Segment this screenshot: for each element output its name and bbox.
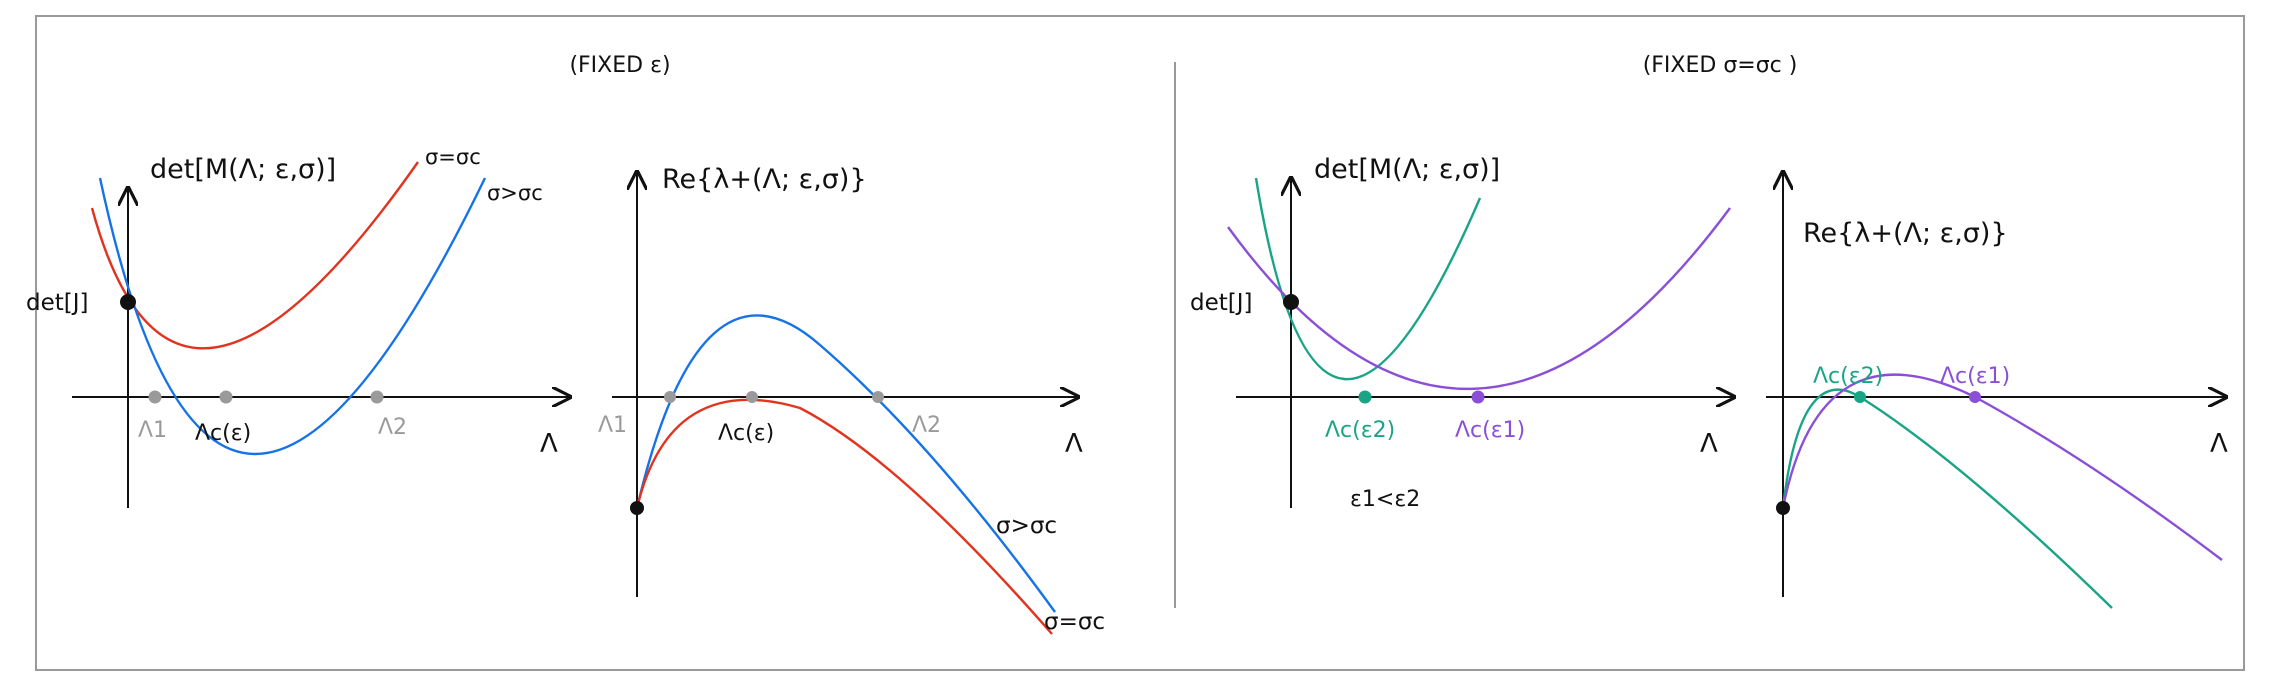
- left-eig-root1-point: [664, 391, 676, 403]
- left-eig-root2-label: Λ2: [912, 413, 941, 438]
- left-det-root1-label: Λ1: [138, 418, 167, 443]
- left-eig-root1-label: Λ1: [598, 413, 627, 438]
- left-det-root2-point: [370, 390, 384, 404]
- left-det-critical-point: [219, 390, 233, 404]
- left-det-root1-point: [148, 390, 162, 404]
- right-det-critical1-label: Λc(ε1): [1455, 418, 1525, 443]
- right-det-condition-label: ε1<ε2: [1350, 487, 1420, 512]
- right-det-violet-curve: [1227, 207, 1731, 390]
- left-eig-xlabel: Λ: [1065, 429, 1083, 459]
- right-eig-ylabel: Re{λ+(Λ; ε,σ)}: [1803, 218, 2008, 249]
- left-det-red-curve: [90, 161, 419, 350]
- left-eig-critical-label: Λc(ε): [718, 421, 774, 446]
- right-panel-title: (FIXED σ=σc ): [1643, 53, 1798, 78]
- left-eig-ylabel: Re{λ+(Λ; ε,σ)}: [662, 164, 867, 195]
- figure-frame: [35, 15, 2245, 671]
- right-det-teal-curve: [1254, 177, 1482, 381]
- right-det-critical1-point: [1471, 390, 1485, 404]
- left-eig-red-curve: [635, 398, 1053, 635]
- left-det-plot: det[M(Λ; ε,σ)] det[J] σ=σc σ>σc Λ1 Λc(ε)…: [26, 145, 570, 508]
- left-det-ylabel: det[M(Λ; ε,σ)]: [150, 154, 336, 185]
- left-eig-root2-point: [872, 391, 884, 403]
- left-det-blue-label: σ>σc: [487, 181, 543, 205]
- left-eig-red-label: σ=σc: [1044, 609, 1105, 635]
- right-det-xlabel: Λ: [1700, 429, 1718, 459]
- right-eig-critical2-point: [1854, 391, 1866, 403]
- right-det-detj-point: [1283, 294, 1299, 310]
- right-eig-plot: Re{λ+(Λ; ε,σ)} Λc(ε2) Λc(ε1) Λ: [1766, 172, 2228, 609]
- right-det-ylabel: det[M(Λ; ε,σ)]: [1314, 154, 1500, 185]
- right-eig-teal-curve: [1781, 388, 2113, 609]
- right-det-critical2-point: [1358, 390, 1372, 404]
- left-eig-origin-point: [630, 501, 644, 515]
- right-det-detj-label: det[J]: [1190, 290, 1253, 316]
- left-det-red-label: σ=σc: [425, 145, 481, 169]
- right-eig-critical1-point: [1969, 391, 1981, 403]
- left-det-detj-point: [120, 294, 136, 310]
- right-eig-origin-point: [1776, 501, 1790, 515]
- left-eig-critical-point: [746, 391, 758, 403]
- left-det-critical-label: Λc(ε): [195, 421, 251, 446]
- right-eig-xlabel: Λ: [2210, 429, 2228, 459]
- right-det-critical2-label: Λc(ε2): [1325, 418, 1395, 443]
- left-det-xlabel: Λ: [540, 429, 558, 459]
- left-det-detj-label: det[J]: [26, 290, 89, 316]
- right-det-plot: det[M(Λ; ε,σ)] det[J] Λc(ε2) Λc(ε1) Λ ε1…: [1190, 154, 1734, 512]
- left-det-blue-curve: [98, 177, 487, 455]
- left-eig-blue-curve: [635, 314, 1056, 613]
- left-eig-blue-label: σ>σc: [996, 513, 1057, 539]
- right-eig-critical1-label: Λc(ε1): [1940, 364, 2010, 389]
- right-eig-critical2-label: Λc(ε2): [1813, 364, 1883, 389]
- right-eig-violet-curve: [1781, 373, 2223, 561]
- left-panel-title: (FIXED ε): [569, 53, 670, 78]
- left-det-root2-label: Λ2: [378, 415, 407, 440]
- left-eig-plot: Re{λ+(Λ; ε,σ)} Λ1 Λc(ε) Λ2 Λ σ>σc σ=σc: [598, 164, 1105, 635]
